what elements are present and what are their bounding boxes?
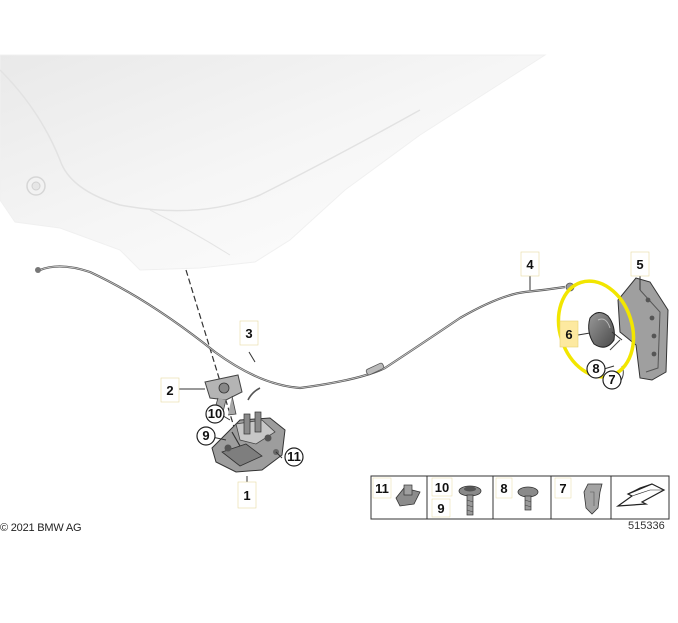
svg-text:9: 9 — [437, 501, 444, 516]
svg-text:2: 2 — [166, 383, 173, 398]
callout-6-highlighted[interactable]: 6 — [559, 320, 579, 348]
svg-text:10: 10 — [435, 480, 449, 495]
part-6-knob — [588, 312, 623, 348]
callout-11[interactable]: 11 — [284, 447, 304, 467]
svg-text:8: 8 — [592, 361, 599, 376]
copyright-text: © 2021 BMW AG — [0, 522, 82, 534]
diagram-number: 515336 — [628, 520, 665, 532]
svg-text:3: 3 — [245, 326, 252, 341]
svg-text:1: 1 — [243, 488, 250, 503]
bowden-cable — [35, 265, 575, 401]
svg-text:6: 6 — [565, 327, 572, 342]
callout-3[interactable]: 3 — [239, 320, 259, 346]
part-5-release-handle — [609, 277, 669, 385]
svg-text:10: 10 — [208, 406, 222, 421]
hood-emblem — [26, 176, 46, 196]
part-1-hood-latch — [211, 411, 286, 473]
svg-text:11: 11 — [375, 481, 389, 496]
callout-9[interactable]: 9 — [196, 426, 216, 446]
svg-text:5: 5 — [636, 257, 643, 272]
svg-text:11: 11 — [287, 449, 301, 464]
callout-5[interactable]: 5 — [630, 251, 650, 277]
table-cell-8[interactable]: 8 — [495, 477, 539, 511]
svg-text:9: 9 — [202, 428, 209, 443]
svg-text:8: 8 — [500, 481, 507, 496]
callout-10[interactable]: 10 — [205, 404, 225, 424]
callout-7[interactable]: 7 — [602, 370, 622, 390]
svg-text:7: 7 — [608, 372, 615, 387]
callout-4[interactable]: 4 — [520, 251, 540, 277]
callout-1[interactable]: 1 — [237, 481, 257, 509]
svg-text:7: 7 — [559, 481, 566, 496]
parts-table: 11 10 9 8 7 — [370, 475, 670, 520]
table-cell-arrow — [615, 483, 666, 507]
table-cell-11[interactable]: 11 — [372, 477, 421, 507]
table-cell-10-9[interactable]: 10 9 — [431, 477, 482, 518]
hood-panel — [0, 54, 547, 271]
callout-2[interactable]: 2 — [160, 377, 180, 403]
svg-text:4: 4 — [526, 257, 534, 272]
table-cell-7[interactable]: 7 — [554, 477, 603, 515]
callout-8[interactable]: 8 — [586, 359, 606, 379]
